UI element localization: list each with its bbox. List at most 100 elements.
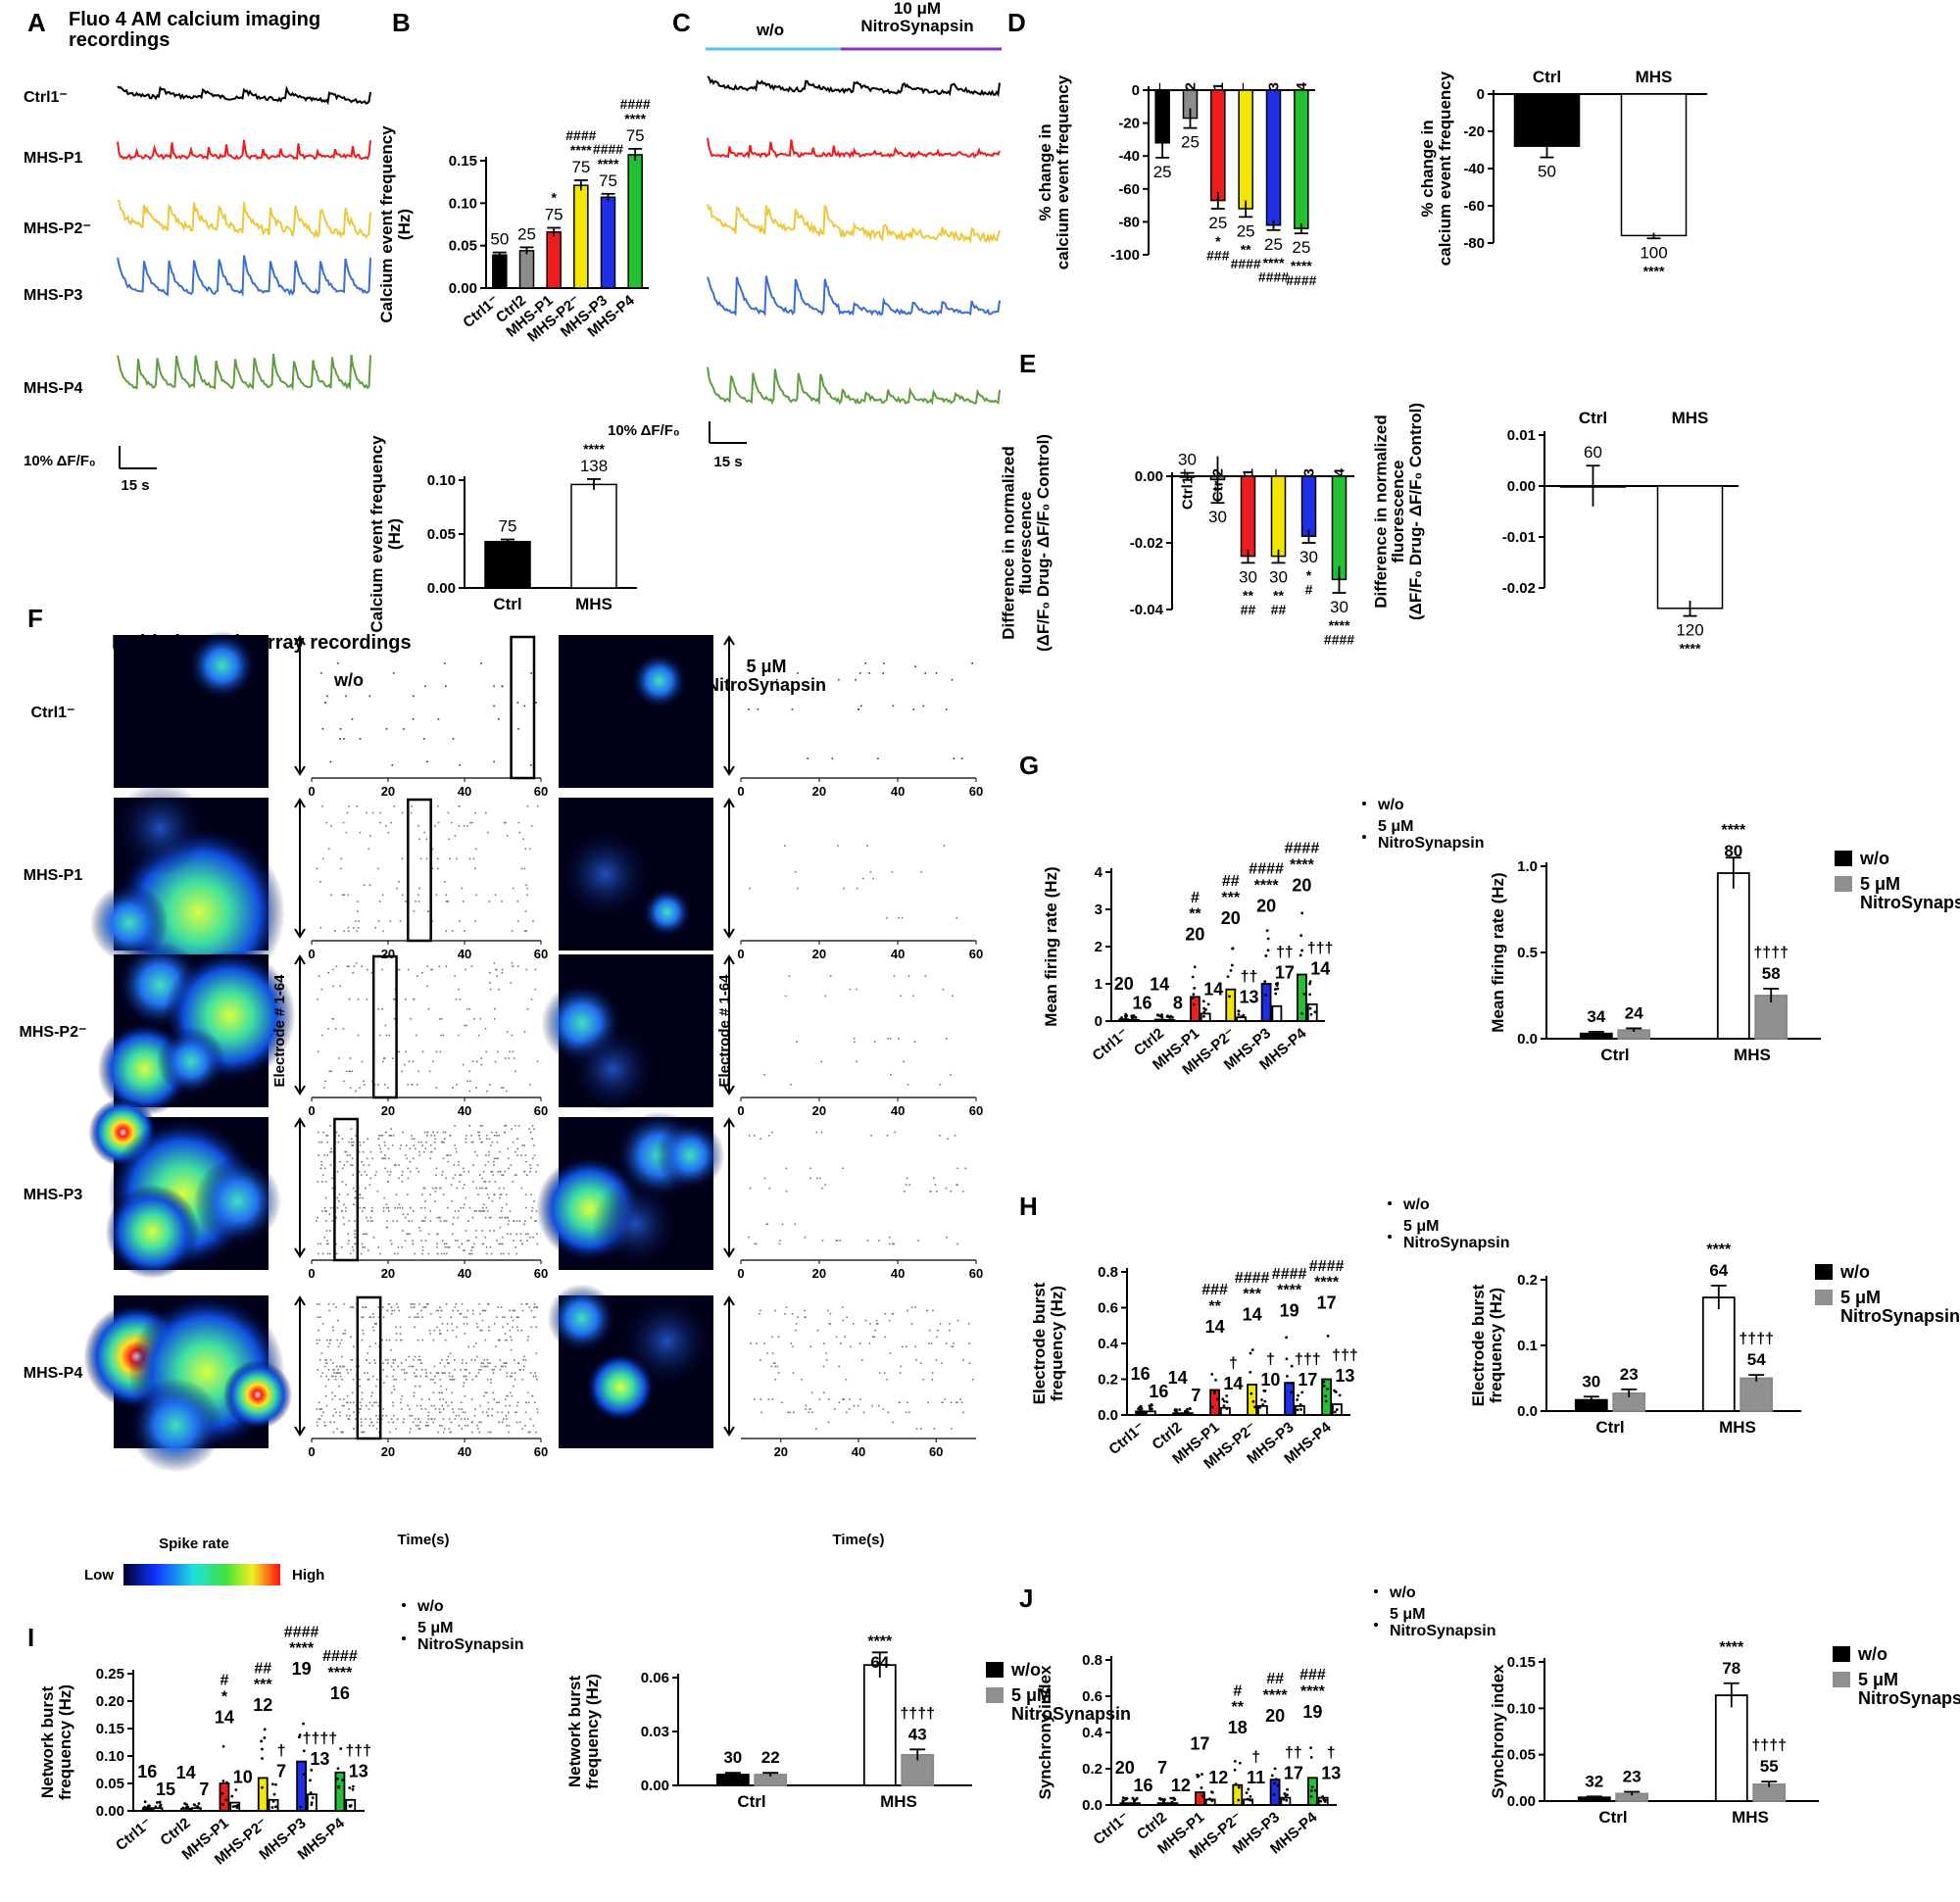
spike-mark	[384, 1145, 386, 1146]
spike-mark	[334, 930, 336, 932]
spike-mark	[422, 1187, 425, 1190]
spike-mark	[400, 1401, 402, 1404]
spike-mark	[381, 968, 383, 971]
label-line: 75	[626, 126, 645, 145]
significance-label: ††	[1241, 969, 1258, 986]
spike-mark	[520, 867, 523, 870]
spike-mark	[447, 1404, 449, 1407]
spike-mark	[409, 1233, 411, 1236]
spike-mark	[335, 1216, 337, 1219]
spike-mark	[385, 1375, 388, 1378]
data-point	[1237, 1798, 1241, 1802]
data-point	[1300, 1011, 1303, 1015]
spike-mark	[322, 1411, 324, 1414]
label-line: 75	[599, 171, 617, 190]
y-tick-label: -0.02	[1130, 535, 1163, 552]
spike-mark	[533, 1200, 535, 1202]
spike-mark	[445, 1389, 448, 1390]
spike-mark	[477, 1372, 480, 1374]
spike-mark	[331, 1177, 333, 1180]
spike-mark	[467, 1170, 470, 1173]
data-point	[1266, 937, 1270, 941]
label-line: †	[277, 1742, 286, 1759]
spike-mark	[481, 1177, 483, 1180]
spike-mark	[488, 1329, 490, 1332]
spike-mark	[943, 845, 946, 847]
label-line: w/o	[1857, 1644, 1887, 1664]
spike-mark	[497, 1339, 500, 1341]
spike-mark	[387, 1147, 390, 1150]
label-line: -0.01	[1502, 529, 1536, 546]
label-line: NitroSynapsin	[1390, 1623, 1495, 1639]
significance-label: ****####	[1258, 255, 1289, 285]
panel-f-mea: Multi-electrode array recordings w/o Spi…	[20, 631, 983, 1585]
spike-mark	[529, 1084, 531, 1086]
spike-mark	[377, 1138, 380, 1140]
spike-mark	[388, 1174, 391, 1176]
spike-mark	[866, 1240, 869, 1242]
spike-mark	[388, 1210, 390, 1212]
label-line: 15 s	[121, 477, 149, 494]
label-line: Time(s)	[397, 1532, 449, 1548]
spike-mark	[321, 1210, 323, 1212]
spike-mark	[348, 998, 351, 1000]
spike-mark	[905, 1411, 907, 1414]
spike-mark	[517, 821, 520, 824]
spike-mark	[339, 1398, 341, 1400]
spike-mark	[326, 1252, 329, 1255]
spike-mark	[962, 1359, 964, 1361]
label-line: (Hz)	[385, 518, 404, 550]
y-tick-label: 0.6	[1082, 1688, 1102, 1705]
spike-mark	[336, 1252, 338, 1255]
spike-mark	[368, 1362, 370, 1364]
spike-mark	[490, 1216, 492, 1219]
label-line: 3	[1095, 902, 1102, 918]
spike-mark	[479, 1125, 482, 1127]
spike-mark	[449, 1154, 452, 1156]
spike-mark	[512, 1141, 514, 1144]
label-line: 0.25	[96, 1666, 124, 1683]
heatmap-without-drug	[88, 1097, 282, 1279]
spike-mark	[528, 1306, 531, 1308]
spike-mark	[466, 825, 468, 827]
spike-mark	[877, 1404, 880, 1407]
spike-mark	[772, 1362, 775, 1364]
label-line: 15 s	[713, 454, 742, 470]
spike-mark	[327, 1303, 330, 1305]
legend-label: w/o	[1377, 797, 1404, 813]
spike-mark	[493, 1164, 495, 1166]
y-axis-label: Calcium event frequency(Hz)	[377, 125, 414, 323]
label-line: 7	[199, 1780, 209, 1799]
spike-mark	[409, 1408, 411, 1410]
spike-mark	[511, 1375, 513, 1378]
spike-mark	[454, 1240, 457, 1242]
bar	[573, 184, 589, 289]
data-point	[1310, 1785, 1314, 1789]
spike-mark	[939, 1323, 942, 1325]
spike-mark	[792, 1345, 794, 1348]
label-line: 0.4	[1082, 1725, 1103, 1741]
spike-mark	[392, 1135, 395, 1137]
label-line: 0.06	[641, 1670, 669, 1686]
spike-mark	[341, 894, 344, 897]
spike-mark	[383, 1196, 385, 1199]
spike-mark	[495, 1345, 497, 1348]
spike-mark	[499, 1194, 502, 1195]
spike-mark	[525, 1233, 527, 1236]
mea-row-label: MHS-P3	[24, 1187, 83, 1203]
calcium-trace	[707, 204, 1001, 245]
spike-mark	[532, 1157, 534, 1160]
label-line: (ΔF/F₀ Drug- ΔF/F₀ Control)	[1034, 434, 1053, 652]
spike-mark	[328, 1309, 330, 1312]
spike-mark	[416, 1369, 417, 1371]
spike-mark	[526, 1240, 528, 1242]
label-line: #	[1191, 890, 1200, 906]
label-line: Ctrl1⁻	[1091, 1809, 1133, 1848]
data-point	[1186, 1407, 1189, 1411]
spike-mark	[359, 738, 362, 740]
spike-mark	[444, 1138, 446, 1140]
spike-mark	[368, 1184, 371, 1186]
spike-mark	[524, 1425, 526, 1427]
spike-mark	[329, 1421, 331, 1424]
spike-mark	[400, 1145, 402, 1146]
